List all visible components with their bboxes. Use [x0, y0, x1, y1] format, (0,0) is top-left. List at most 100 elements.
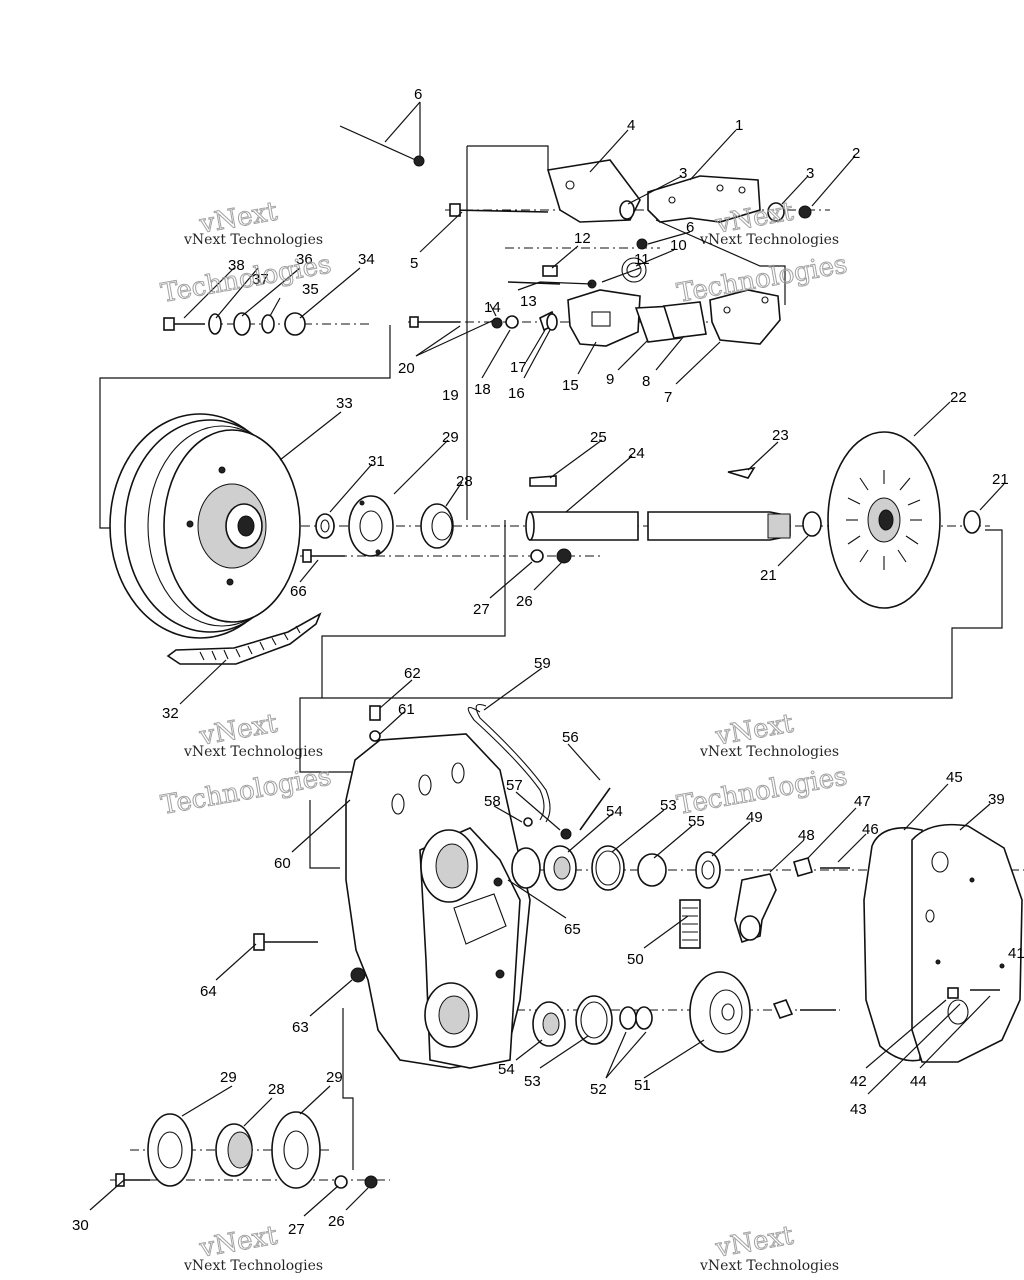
- callout-31: 31: [368, 453, 385, 470]
- callout-3: 3: [679, 165, 687, 182]
- bolt-part-5: [451, 209, 549, 213]
- callout-9: 9: [606, 371, 614, 388]
- callout-38: 38: [228, 257, 245, 274]
- callout-12: 12: [574, 230, 591, 247]
- ring-part-52: [619, 1006, 637, 1030]
- gasket-part-45: [863, 827, 923, 1062]
- washer-part-37: [208, 313, 222, 335]
- svg-text:vNext Technologies: vNext Technologies: [183, 1258, 323, 1274]
- callout-22: 22: [950, 389, 967, 406]
- callout-2: 2: [852, 145, 860, 162]
- callout-36: 36: [296, 251, 313, 268]
- sprocket-part-51: [689, 971, 751, 1053]
- ring-part-53b: [575, 995, 613, 1045]
- washer-part-16: [546, 313, 558, 331]
- callout-47: 47: [854, 793, 871, 810]
- callout-63: 63: [292, 1019, 309, 1036]
- callout-6b: 6: [686, 219, 694, 236]
- bracket-part-4: [546, 159, 641, 223]
- callout-60: 60: [274, 855, 291, 872]
- callout-26b: 26: [328, 1213, 345, 1230]
- callout-28: 28: [456, 473, 473, 490]
- callout-19: 19: [442, 387, 459, 404]
- callout-29: 29: [442, 429, 459, 446]
- washer-part-61: [369, 730, 381, 742]
- callout-53: 53: [660, 797, 677, 814]
- callout-10: 10: [670, 237, 687, 254]
- callout-33: 33: [336, 395, 353, 412]
- bolt-part-56: [579, 787, 611, 831]
- callout-5: 5: [410, 255, 418, 272]
- nut-part-57: [560, 828, 572, 840]
- callout-61: 61: [398, 701, 415, 718]
- spacer-part-34: [284, 312, 306, 336]
- svg-text:Technologies: Technologies: [159, 249, 334, 308]
- pad-part-8: [662, 301, 707, 339]
- bracket-part-1: [647, 175, 761, 223]
- callout-51: 51: [634, 1077, 651, 1094]
- callout-16: 16: [508, 385, 525, 402]
- callout-44: 44: [910, 1073, 927, 1090]
- washer-part-35: [261, 314, 275, 334]
- callout-6: 6: [414, 86, 422, 103]
- callout-30: 30: [72, 1217, 89, 1234]
- callout-15: 15: [562, 377, 579, 394]
- callout-11: 11: [634, 251, 650, 268]
- callout-35: 35: [302, 281, 319, 298]
- nut-part-47: [793, 857, 813, 877]
- flange-part-29: [348, 495, 394, 557]
- watermarks: vNext vNext Technologies Technologies vN…: [158, 196, 850, 1274]
- callout-65: 65: [564, 921, 581, 938]
- chaincase-part-60: [253, 703, 611, 1069]
- callout-46: 46: [862, 821, 879, 838]
- callout-37: 37: [252, 271, 269, 288]
- spacer-part-3b: [767, 202, 785, 222]
- callout-55: 55: [688, 813, 705, 830]
- callout-26: 26: [516, 593, 533, 610]
- callout-62: 62: [404, 665, 421, 682]
- callout-17: 17: [510, 359, 527, 376]
- svg-text:vNext Technologies: vNext Technologies: [183, 744, 323, 760]
- callout-50: 50: [627, 951, 644, 968]
- callout-3b: 3: [806, 165, 814, 182]
- watermark-bottom-right: vNext vNext Technologies: [699, 1220, 839, 1274]
- callout-52: 52: [590, 1081, 607, 1098]
- upper-sprocket-stack: [511, 845, 850, 949]
- key-part-23: [727, 466, 756, 479]
- spacer-part-55: [637, 853, 667, 887]
- flange-part-29c: [271, 1111, 321, 1189]
- nut-part-6b: [636, 238, 648, 250]
- nut-part-2: [798, 205, 812, 219]
- callout-66: 66: [290, 583, 307, 600]
- leader-lines: [89, 101, 1005, 1217]
- bracket-part-7: [709, 289, 781, 345]
- callout-25: 25: [590, 429, 607, 446]
- callout-64: 64: [200, 983, 217, 1000]
- callout-43: 43: [850, 1101, 867, 1118]
- callout-41: 41: [1008, 945, 1024, 962]
- callout-34: 34: [358, 251, 375, 268]
- callout-4: 4: [627, 117, 635, 134]
- callout-23: 23: [772, 427, 789, 444]
- spacer-part-3: [619, 200, 635, 220]
- washer-part-36: [233, 312, 251, 336]
- plug-part-58: [523, 817, 533, 827]
- callout-58: 58: [484, 793, 501, 810]
- callout-54: 54: [606, 803, 623, 820]
- caliper-part-15: [567, 289, 641, 347]
- bolt-part-12: [542, 265, 558, 277]
- callout-7: 7: [664, 389, 672, 406]
- sprocket-part-49: [695, 851, 721, 889]
- callout-28b: 28: [268, 1081, 285, 1098]
- ring-part-21b: [963, 510, 981, 534]
- nut-part-18: [505, 315, 519, 329]
- callout-29b: 29: [220, 1069, 237, 1086]
- callout-18: 18: [474, 381, 491, 398]
- lower-sprocket-stack: [532, 971, 836, 1053]
- bolt-part-14: [507, 281, 561, 285]
- svg-text:Technologies: Technologies: [159, 761, 334, 820]
- spring-part-10: [621, 257, 647, 283]
- nut-part-26: [556, 548, 572, 564]
- rod-part-6: [339, 125, 421, 163]
